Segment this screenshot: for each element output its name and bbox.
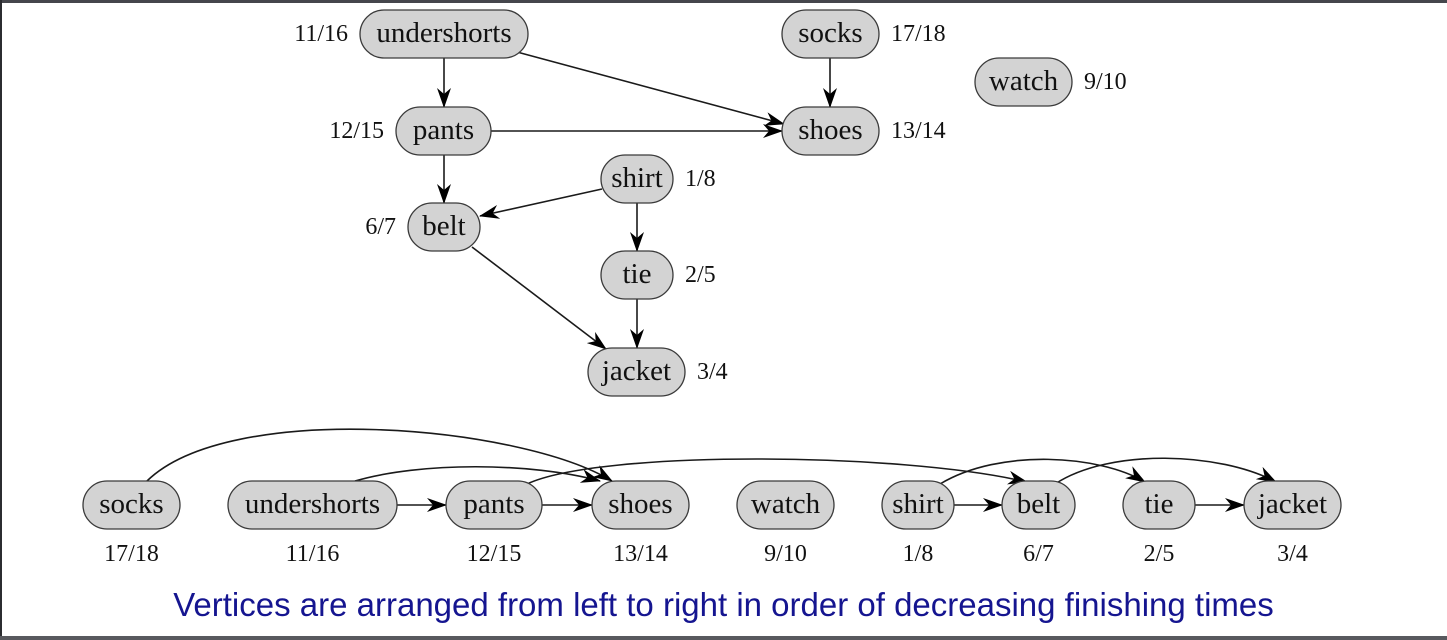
graph-times-watch: 9/10 [1084,69,1127,95]
sorted-node-shape-shoes [591,480,690,530]
sorted-node-shape-socks [82,480,181,530]
graph-node-label-jacket: jacket [601,355,671,387]
graph-node-label-pants: pants [413,114,474,146]
sorted-node-jacket: jacket [1243,480,1342,530]
sorted-times-tie: 2/5 [1144,541,1175,567]
sorted-row-edges [146,428,1277,512]
dependency-graph-nodes: undershorts 11/16 socks 17/18 watch 9/10 pants… [294,9,1127,397]
graph-node-pants: pants [395,106,492,156]
sorted-node-shoes: shoes [591,480,690,530]
sorted-node-shape-undershorts [227,480,398,530]
graph-node-shirt: shirt [600,154,674,204]
window-frame-bottom [0,636,1447,640]
sorted-node-label-shoes: shoes [608,488,672,520]
graph-times-tie: 2/5 [685,262,716,288]
sorted-edge-socks-to-shoes [146,428,613,482]
graph-times-shirt: 1/8 [685,166,716,192]
graph-node-shape-undershorts [359,9,529,59]
graph-node-undershorts: undershorts [359,9,529,59]
sorted-node-shape-tie [1122,480,1196,530]
sorted-node-watch: watch [736,480,835,530]
sorted-edge-shirt-to-tie [939,458,1146,485]
graph-node-label-shoes: shoes [798,114,862,146]
sorted-node-shape-belt [1001,480,1076,530]
graph-times-pants: 12/15 [329,118,384,144]
sorted-node-shape-pants [445,480,543,530]
graph-times-shoes: 13/14 [891,118,946,144]
sorted-node-shape-watch [736,480,835,530]
graph-node-label-belt: belt [422,210,466,242]
graph-node-shape-socks [781,9,880,59]
graph-edge-belt-to-jacket [471,246,607,350]
window-frame-left [0,0,2,640]
graph-node-watch: watch [974,57,1073,107]
graph-node-label-undershorts: undershorts [376,17,511,49]
sorted-node-label-socks: socks [99,488,163,520]
graph-edge-shirt-to-belt [479,188,603,219]
sorted-times-pants: 12/15 [467,541,522,567]
sorted-node-label-shirt: shirt [892,488,944,520]
sorted-times-watch: 9/10 [764,541,807,567]
sorted-edge-pants-to-belt [526,458,1028,485]
graph-node-shape-jacket [587,347,686,397]
sorted-node-tie: tie [1122,480,1196,530]
graph-times-belt: 6/7 [365,214,396,240]
window-frame-top [0,0,1447,3]
graph-node-jacket: jacket [587,347,686,397]
sorted-times-jacket: 3/4 [1277,541,1308,567]
graph-node-shape-watch [974,57,1073,107]
sorted-node-label-belt: belt [1017,488,1061,520]
sorted-node-label-pants: pants [463,488,524,520]
sorted-node-shirt: shirt [881,480,955,530]
sorted-edge-belt-to-jacket [1054,457,1277,485]
sorted-node-label-jacket: jacket [1257,488,1327,520]
graph-node-shape-pants [395,106,492,156]
graph-node-label-socks: socks [798,17,862,49]
graph-node-socks: socks [781,9,880,59]
graph-node-label-tie: tie [623,258,652,290]
sorted-edge-undershorts-to-shoes [354,465,601,483]
graph-node-shape-shoes [781,106,880,156]
graph-node-label-shirt: shirt [611,162,663,194]
sorted-node-belt: belt [1001,480,1076,530]
graph-times-jacket: 3/4 [697,359,728,385]
sorted-node-socks: socks [82,480,181,530]
sorted-node-undershorts: undershorts [227,480,398,530]
sorted-node-shape-jacket [1243,480,1342,530]
dependency-graph-edges [437,51,837,350]
graph-node-shoes: shoes [781,106,880,156]
sorted-node-label-tie: tie [1145,488,1174,520]
sorted-times-undershorts: 11/16 [286,541,340,567]
sorted-node-label-undershorts: undershorts [245,488,380,520]
sorted-times-belt: 6/7 [1023,541,1054,567]
graph-node-shape-shirt [600,154,674,204]
graph-node-shape-tie [600,250,674,300]
graph-times-undershorts: 11/16 [294,21,348,47]
graph-node-shape-belt [407,202,481,252]
sorted-node-shape-shirt [881,480,955,530]
sorted-times-shoes: 13/14 [613,541,668,567]
sorted-row-nodes: socks 17/18 undershorts 11/16 pants 12/15 shoe… [82,480,1342,567]
graph-node-belt: belt [407,202,481,252]
sorted-times-socks: 17/18 [104,541,159,567]
graph-edge-undershorts-to-shoes [516,51,785,126]
sorted-node-label-watch: watch [751,488,821,520]
caption: Vertices are arranged from left to right… [173,586,1274,623]
graph-node-label-watch: watch [989,65,1059,97]
sorted-times-shirt: 1/8 [903,541,934,567]
sorted-node-pants: pants [445,480,543,530]
graph-node-tie: tie [600,250,674,300]
graph-times-socks: 17/18 [891,21,946,47]
